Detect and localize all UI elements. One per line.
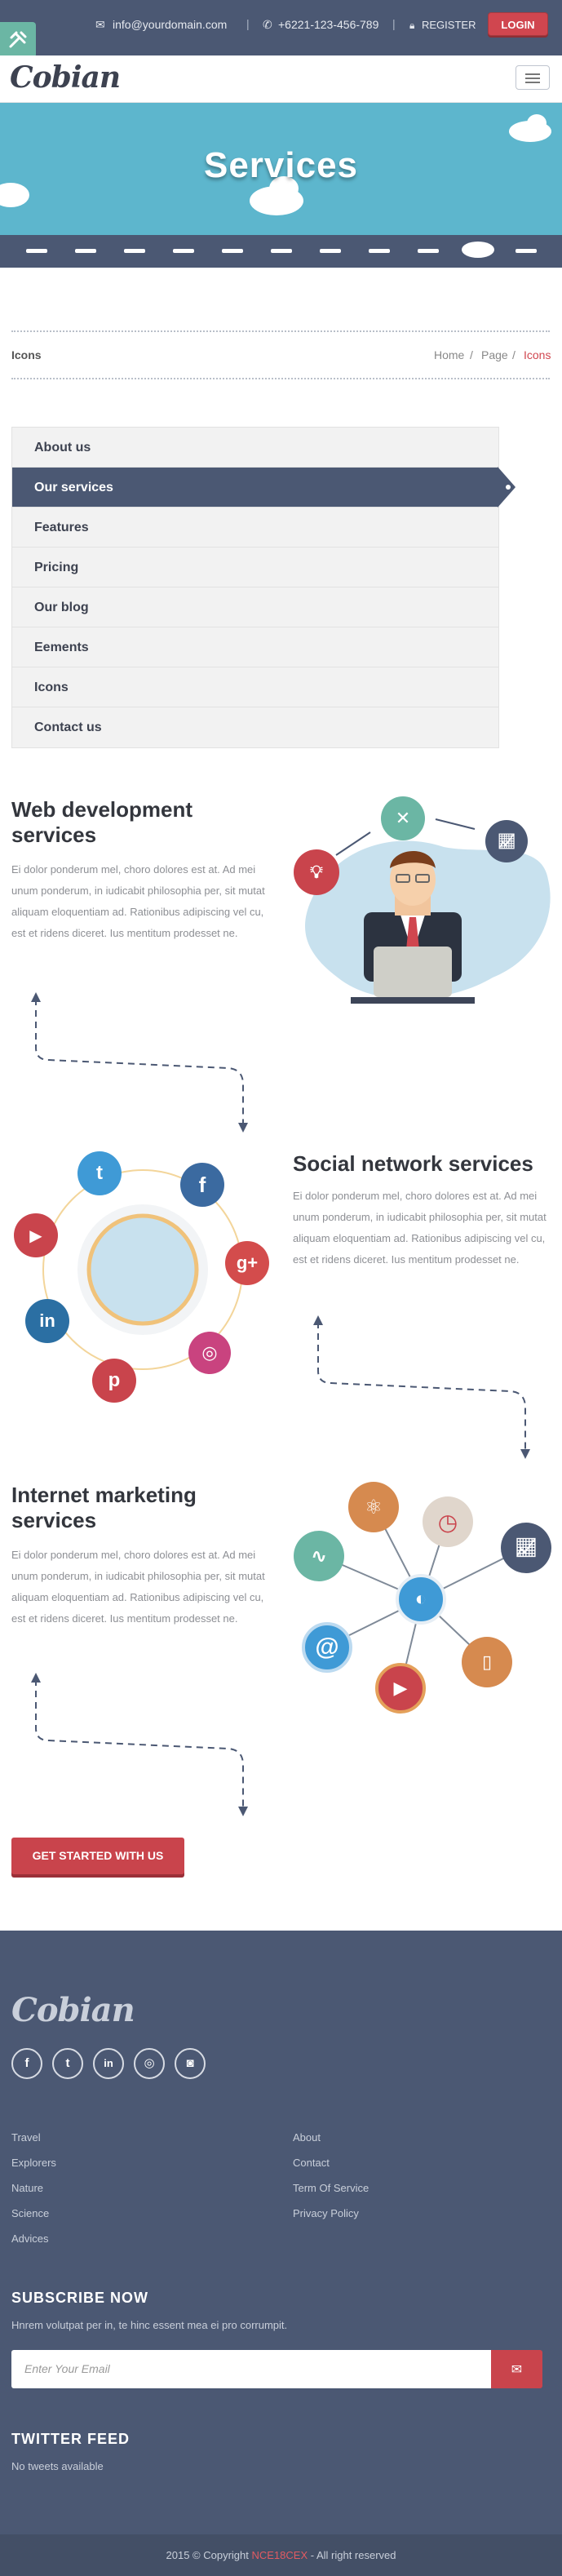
road-strip bbox=[0, 235, 562, 268]
copyright-text: - All right reserved bbox=[308, 2549, 396, 2561]
section-text: Ei dolor ponderum mel, choro dolores est… bbox=[11, 1549, 265, 1625]
site-footer bbox=[0, 1931, 562, 2534]
flow-arrow bbox=[31, 1673, 248, 1816]
dribbble-icon[interactable]: ◎ bbox=[134, 2048, 165, 2079]
get-started-button[interactable]: GET STARTED WITH US bbox=[11, 1838, 184, 1874]
tools-icon: ✕ bbox=[381, 796, 425, 840]
youtube-icon: ▶ bbox=[14, 1213, 58, 1257]
cloud-decoration bbox=[462, 242, 494, 258]
atom-icon: ⚛︎ bbox=[348, 1482, 399, 1532]
facebook-icon[interactable]: f bbox=[11, 2048, 42, 2079]
sidebar-item-blog[interactable]: Our blog bbox=[12, 587, 498, 627]
email-icon: ✉ bbox=[95, 18, 105, 31]
phone-icon: ✆ bbox=[263, 18, 272, 31]
clock-icon: ◷ bbox=[423, 1496, 473, 1547]
footer-link[interactable]: Advices bbox=[11, 2232, 49, 2245]
breadcrumb-home[interactable]: Home bbox=[434, 348, 465, 361]
cloud-decoration bbox=[527, 114, 547, 132]
page-title: Services bbox=[203, 145, 359, 185]
play-icon: ▶ bbox=[375, 1663, 426, 1714]
contact-email[interactable]: info@yourdomain.com bbox=[113, 18, 228, 31]
sidebar-item-services[interactable]: Our services bbox=[12, 468, 498, 508]
twitter-feed-heading: TWITTER FEED bbox=[11, 2431, 130, 2447]
web-developer-illustration bbox=[305, 818, 551, 1004]
sidebar-item-pricing[interactable]: Pricing bbox=[12, 548, 498, 587]
site-logo[interactable]: Cobian bbox=[10, 60, 121, 95]
lightbulb-icon: 💡︎ bbox=[294, 849, 339, 895]
globe-icon: ◐ bbox=[396, 1574, 446, 1625]
divider: | bbox=[392, 17, 396, 30]
breadcrumb-current: Icons bbox=[11, 348, 42, 361]
subscribe-button[interactable]: ✉ bbox=[491, 2350, 542, 2388]
footer-link[interactable]: Explorers bbox=[11, 2157, 56, 2169]
sidebar-item-about[interactable]: About us bbox=[12, 428, 498, 468]
lock-icon: 🔒︎ bbox=[409, 20, 415, 31]
google-plus-icon: g+ bbox=[225, 1241, 269, 1285]
presentation-icon: 📈︎ bbox=[501, 1523, 551, 1573]
login-button[interactable]: LOGIN bbox=[488, 12, 548, 36]
subscribe-text: Hnrem volutpat per in, te hinc essent me… bbox=[11, 2319, 288, 2331]
cloud-decoration bbox=[0, 183, 29, 207]
top-bar: ✉ info@yourdomain.com | ✆ +6221-123-456-… bbox=[0, 0, 562, 55]
section-text: Ei dolor ponderum mel, choro dolores est… bbox=[293, 1190, 547, 1266]
flow-arrow bbox=[313, 1315, 530, 1459]
footer-link[interactable]: About bbox=[293, 2131, 321, 2144]
envelope-icon: ✉ bbox=[511, 2362, 523, 2377]
copyright-brand-link[interactable]: NCE18CEX bbox=[251, 2549, 308, 2561]
settings-gear-icon[interactable] bbox=[0, 22, 36, 58]
sidebar-item-contact[interactable]: Contact us bbox=[34, 720, 102, 734]
footer-link[interactable]: Term Of Service bbox=[293, 2182, 370, 2194]
contact-phone: +6221-123-456-789 bbox=[278, 18, 379, 31]
sidebar-menu: About us Our services Features Pricing O… bbox=[11, 427, 499, 748]
pinterest-icon: p bbox=[92, 1359, 136, 1403]
dribbble-icon: ◎ bbox=[188, 1332, 231, 1374]
footer-link[interactable]: Travel bbox=[11, 2131, 41, 2144]
breadcrumb-separator: / bbox=[470, 348, 473, 361]
register-link[interactable]: REGISTER bbox=[422, 19, 476, 31]
sidebar-item-features[interactable]: Features bbox=[12, 508, 498, 548]
breadcrumb-separator: / bbox=[512, 348, 516, 361]
subscribe-heading: SUBSCRIBE NOW bbox=[11, 2290, 149, 2306]
copyright-bar: 2015 © Copyright NCE18CEX - All right re… bbox=[0, 2534, 562, 2576]
footer-link[interactable]: Science bbox=[11, 2207, 50, 2219]
tablet-icon: ▯ bbox=[462, 1637, 512, 1687]
twitter-feed-text: No tweets available bbox=[11, 2460, 104, 2472]
section-text: Ei dolor ponderum mel, choro dolores est… bbox=[11, 863, 265, 939]
page-hero: Services bbox=[0, 103, 562, 235]
footer-logo[interactable]: Cobian bbox=[11, 1991, 135, 2029]
breadcrumb: Icons Home / Page / Icons bbox=[11, 330, 551, 379]
divider: | bbox=[246, 17, 250, 30]
instagram-icon[interactable]: ◙ bbox=[175, 2048, 206, 2079]
linkedin-icon: in bbox=[25, 1299, 69, 1343]
menu-toggle-button[interactable] bbox=[516, 65, 550, 90]
footer-link[interactable]: Privacy Policy bbox=[293, 2207, 359, 2219]
sidebar-item-elements[interactable]: Eements bbox=[12, 627, 498, 667]
site-header: Cobian bbox=[0, 55, 562, 103]
at-sign-icon: @ bbox=[302, 1622, 352, 1673]
analytics-wave-icon: ∿ bbox=[294, 1531, 344, 1581]
cloud-decoration bbox=[269, 176, 299, 201]
section-title: Social network services bbox=[293, 1151, 533, 1176]
flow-arrow bbox=[31, 992, 248, 1133]
chart-board-icon: 📈︎ bbox=[485, 820, 528, 862]
footer-link[interactable]: Contact bbox=[293, 2157, 330, 2169]
email-input[interactable]: Enter Your Email bbox=[11, 2350, 491, 2388]
footer-link[interactable]: Nature bbox=[11, 2182, 44, 2194]
sidebar-item-icons[interactable]: Icons bbox=[12, 667, 498, 707]
breadcrumb-page[interactable]: Page bbox=[481, 348, 508, 361]
facebook-icon: f bbox=[180, 1163, 224, 1207]
copyright-text: 2015 © Copyright bbox=[166, 2549, 252, 2561]
linkedin-icon[interactable]: in bbox=[93, 2048, 124, 2079]
twitter-icon[interactable]: t bbox=[52, 2048, 83, 2079]
active-item-arrow bbox=[498, 467, 516, 508]
twitter-icon: t bbox=[77, 1151, 122, 1195]
breadcrumb-active: Icons bbox=[524, 348, 551, 361]
